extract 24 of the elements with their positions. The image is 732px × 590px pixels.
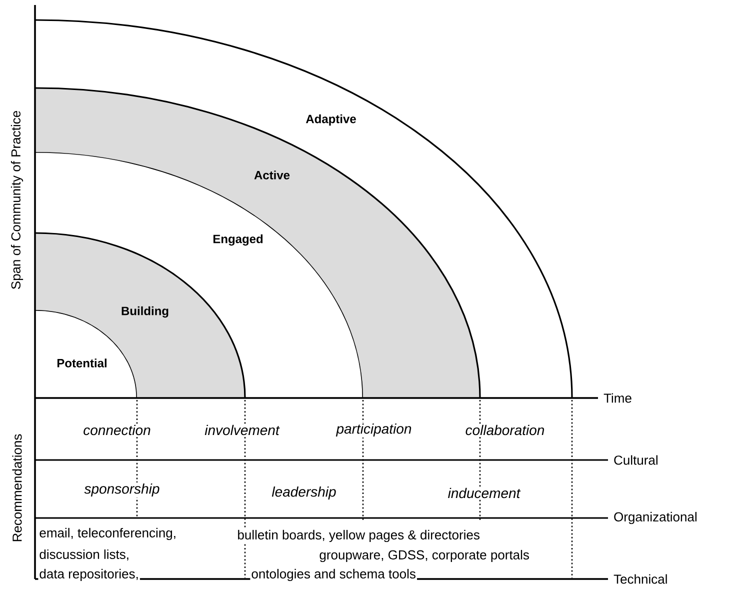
table-cell-text: collaboration [464, 424, 546, 436]
axis-label: Span of Community of Practice [10, 111, 24, 289]
node-text: Engaged [213, 234, 263, 246]
table-cell-text: data repositories, [38, 568, 140, 582]
node-text: Building [122, 306, 168, 318]
table-cell-text: sponsorship [83, 482, 161, 498]
row-label: Time [604, 393, 632, 403]
table-cell-text: email, teleconferencing, [38, 526, 178, 542]
table-cell-text: ontologies and schema tools [250, 568, 417, 582]
table-cell-text: involvement [204, 424, 280, 436]
table-cell-text: leadership [270, 485, 338, 501]
row-label: Organizational [614, 512, 696, 524]
node-text: Potential [57, 358, 106, 368]
table-cell-text: inducement [446, 486, 522, 500]
node-text: Active [254, 170, 290, 180]
axis-label: Recommendations [12, 434, 22, 542]
table-cell-text: bulletin boards, yellow pages & directories [236, 528, 481, 544]
row-label: Technical [614, 574, 667, 584]
table-cell-text: discussion lists, [38, 548, 130, 562]
table-cell-text: participation [335, 422, 413, 438]
row-label: Cultural [614, 455, 658, 465]
table-cell-text: connection [82, 424, 152, 436]
node-text: Adaptive [306, 114, 356, 126]
table-cell-text: groupware, GDSS, corporate portals [318, 548, 530, 564]
